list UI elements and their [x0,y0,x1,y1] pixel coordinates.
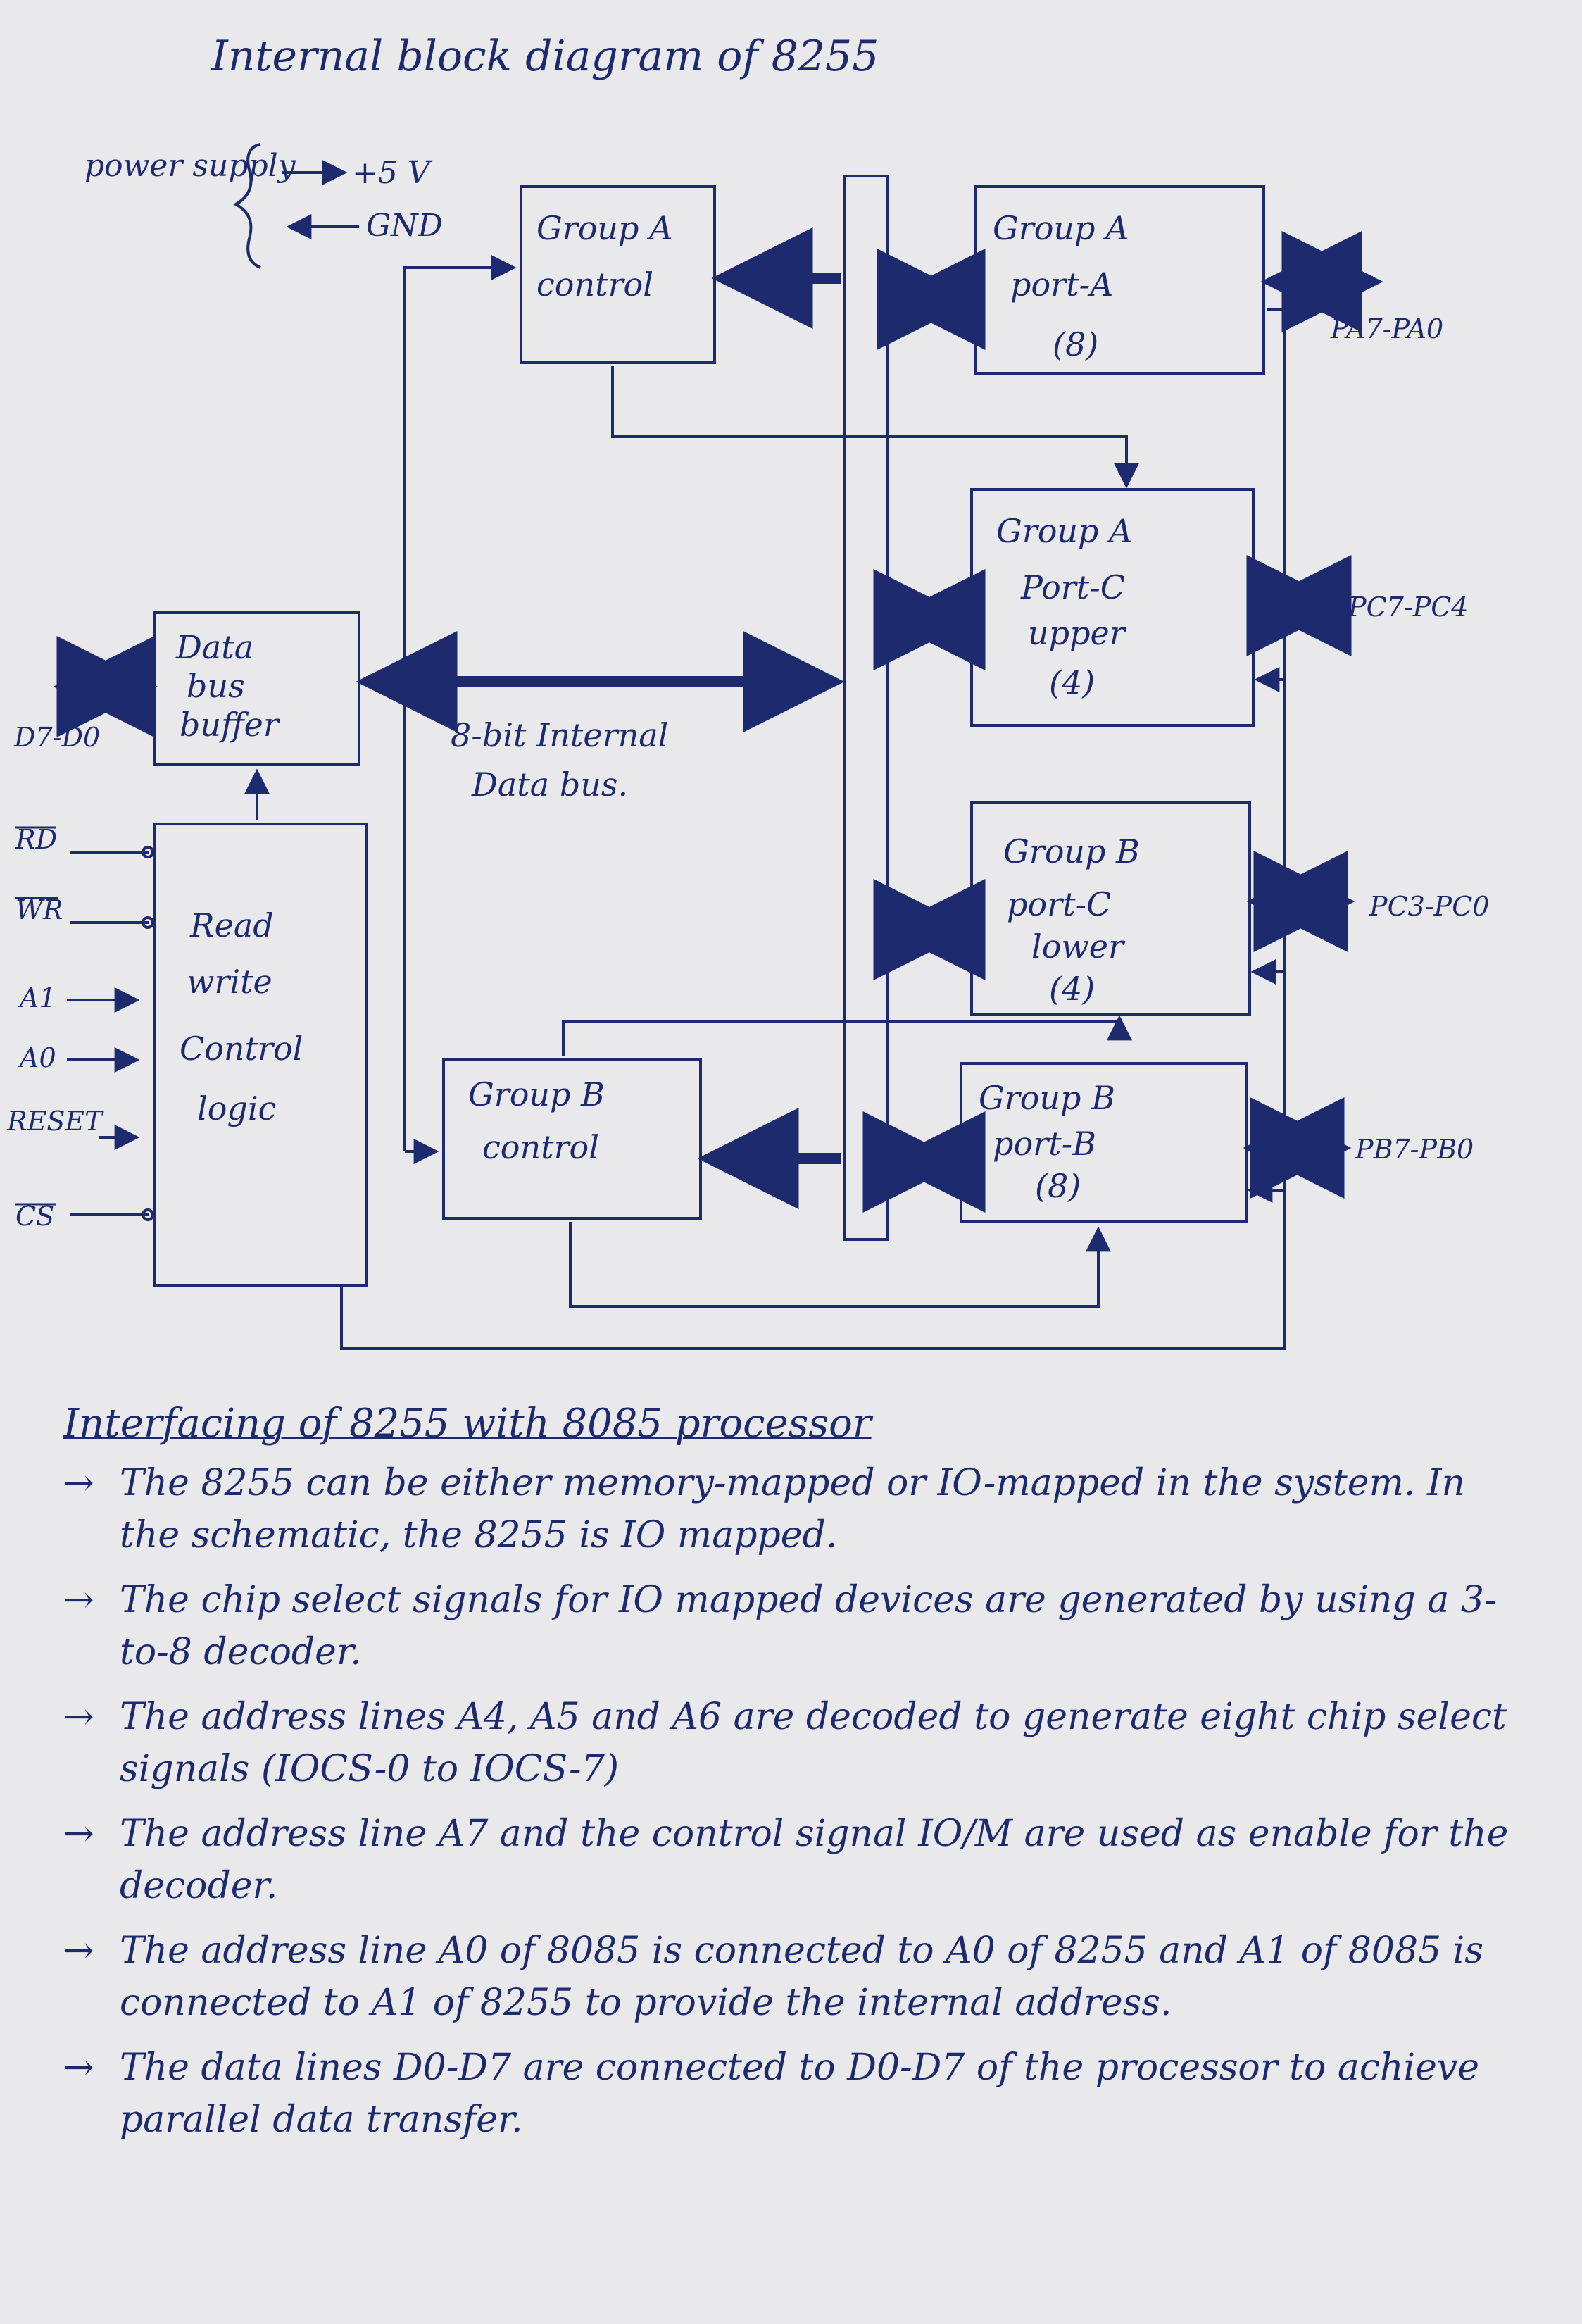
pcl-line3: lower [1031,927,1126,966]
rw-line3: Control [180,1030,303,1068]
pin-d7-d0: D7-D0 [13,722,100,753]
wr-bubble [142,916,154,929]
pcu-line2: Port-C [1020,568,1125,606]
bus-label-line1: 8-bit Internal [451,716,668,754]
cs-bubble [142,1208,154,1221]
ga-ctrl-line2: control [536,265,653,304]
pcl-line4: (4) [1049,970,1095,1008]
pa-line2: port-A [1010,265,1113,304]
diagram-title: Internal block diagram of 8255 [211,32,879,81]
pcu-line3: upper [1028,614,1127,652]
bus-label-line2: Data bus. [471,766,628,804]
block-diagram: Internal block diagram of 8255 power sup… [6,32,1489,1350]
note-point: The data lines D0-D7 are connected to D0… [56,2042,1521,2146]
port-label-pcu: PC7-PC4 [1348,592,1468,623]
port-label-pa: PA7-PA0 [1330,313,1443,344]
pin-rd: RD [15,824,57,855]
pa-line3: (8) [1053,325,1098,363]
pb-line1: Group B [979,1079,1115,1117]
rw-line2: write [187,963,272,1001]
right-feedback-line [340,308,1286,1350]
gb-ctrl-line1: Group B [468,1075,605,1113]
power-supply-label: power supply [84,148,296,184]
note-point: The chip select signals for IO mapped de… [56,1574,1521,1678]
rw-line4: logic [197,1089,276,1127]
buffer-line3: buffer [180,706,281,744]
pb-line3: (8) [1035,1167,1081,1205]
pin-reset: RESET [6,1106,104,1137]
gb-ctrl-to-pb [569,1222,1111,1308]
ga-ctrl-to-pcu [611,366,1139,489]
note-point: The 8255 can be either memory-mapped or … [56,1457,1521,1561]
pin-cs: CS [15,1201,54,1232]
buffer-line1: Data [175,628,253,666]
interfacing-notes: Interfacing of 8255 with 8085 processor … [56,1398,1521,2159]
pcl-line2: port-C [1007,885,1111,923]
rw-line1: Read [189,906,274,944]
pin-wr: WR [15,894,63,925]
power-brace [232,143,261,269]
ga-ctrl-line1: Group A [536,209,672,247]
ctrl-line-to-ga [403,255,517,1151]
note-point: The address line A7 and the control sign… [56,1808,1521,1912]
pcl-line1: Group B [1003,832,1140,870]
gnd-label: GND [366,208,443,244]
notes-heading: Interfacing of 8255 with 8085 processor [63,1401,872,1447]
rw-logic-block [153,823,368,1287]
pcu-line1: Group A [996,512,1132,550]
buffer-line2: bus [187,667,245,705]
internal-data-bus [843,175,889,1241]
note-point: The address line A0 of 8085 is connected… [56,1925,1521,2029]
pb-line2: port-B [993,1125,1096,1163]
port-label-pcl: PC3-PC0 [1369,891,1489,922]
pa-line1: Group A [993,209,1129,247]
pin-a1: A1 [18,982,56,1013]
rd-bubble [142,846,154,858]
pin-a0: A0 [18,1042,56,1073]
plus-label: +5 V [352,155,433,191]
pcu-line4: (4) [1049,663,1095,701]
note-point: The address lines A4, A5 and A6 are deco… [56,1691,1521,1795]
gb-ctrl-line2: control [482,1128,599,1166]
port-label-pb: PB7-PB0 [1355,1134,1474,1165]
gb-ctrl-to-pcl [562,1015,1132,1056]
